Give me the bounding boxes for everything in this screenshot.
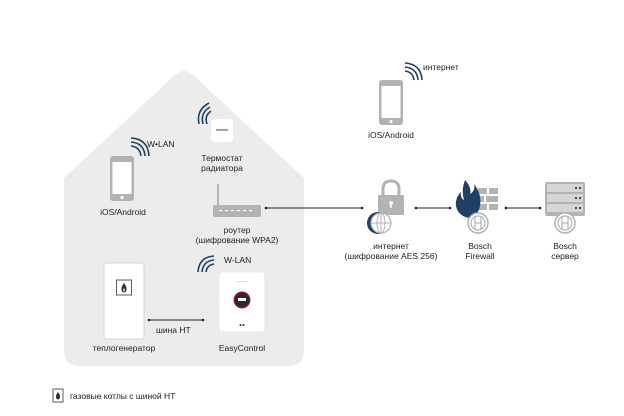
- boiler-label: теплогенератор: [92, 343, 156, 353]
- internet-label-line1: интернет: [373, 241, 409, 251]
- remote-phone-icon: [379, 80, 403, 125]
- phone-icon: [110, 156, 134, 201]
- router-icon: [213, 184, 261, 217]
- router-label-line2: (шифрование WPA2): [195, 235, 279, 245]
- thermostat-label-line2: радиатора: [201, 163, 243, 173]
- easycontrol-label: EasyControl: [218, 343, 266, 353]
- legend-text: газовые котлы с шиной HT: [70, 391, 176, 401]
- wifi-icon: [197, 255, 215, 273]
- radiator-thermostat-icon: [211, 119, 233, 142]
- firewall-label-line2: Firewall: [465, 251, 495, 261]
- phone-wlan-label: W•LAN: [147, 139, 175, 149]
- wifi-icon: [197, 102, 212, 125]
- internet-label-line2: (шифрование AES 256): [344, 251, 438, 261]
- router-internet-connection-line: [264, 206, 364, 210]
- router-label-line1: роутер: [223, 225, 251, 235]
- internet-firewall-connection-line: [414, 206, 452, 210]
- internet-lock-icon: [378, 179, 404, 215]
- easycontrol-device-icon: [218, 271, 266, 333]
- server-label-line1: Bosch: [553, 241, 577, 251]
- globe-icon: [367, 212, 392, 234]
- wifi-icon: [130, 137, 150, 157]
- bosch-server-icon: [545, 182, 585, 234]
- remote-phone-label: iOS/Android: [368, 130, 414, 140]
- bus-connection-line: [147, 318, 205, 322]
- remote-phone-wifi-label: интернет: [423, 62, 459, 72]
- boiler-icon: [103, 262, 145, 340]
- thermostat-label-line1: Термостат: [201, 153, 243, 163]
- phone-label: iOS/Android: [100, 207, 146, 217]
- server-label-line2: сервер: [551, 251, 579, 261]
- wifi-icon: [404, 62, 423, 81]
- firewall-server-connection-line: [504, 206, 542, 210]
- firewall-label-line1: Bosch: [468, 241, 492, 251]
- easycontrol-wlan-label: W-LAN: [224, 255, 252, 265]
- house-shape: [64, 71, 304, 366]
- bus-label: шина HT: [156, 325, 191, 335]
- gas-boiler-flame-icon: [52, 388, 64, 403]
- bosch-firewall-icon: [455, 180, 498, 234]
